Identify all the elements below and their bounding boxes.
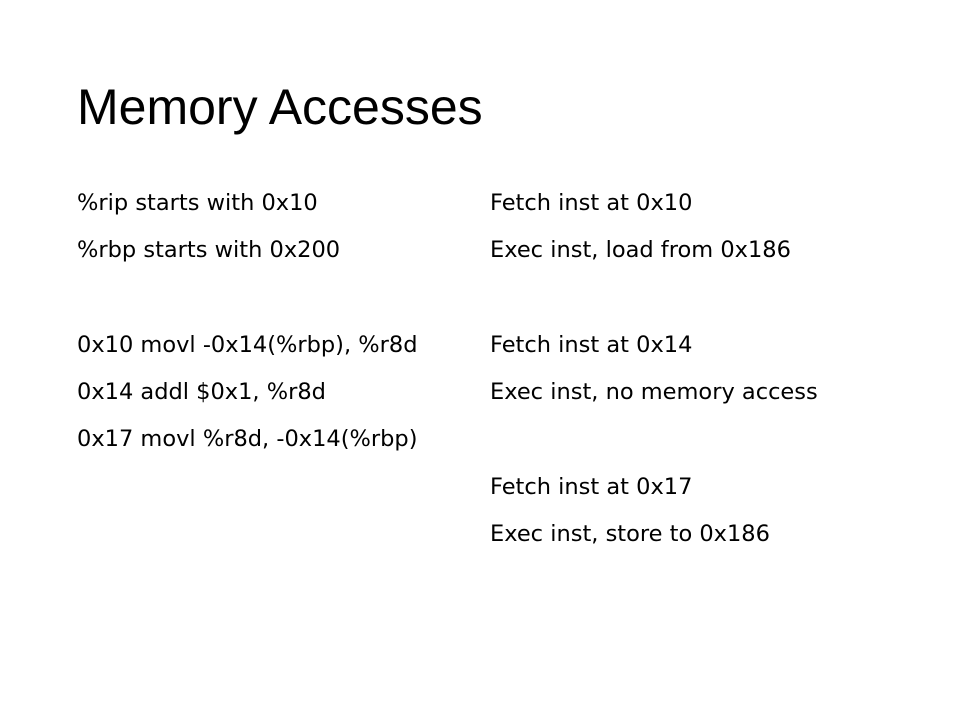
slide-title: Memory Accesses bbox=[77, 79, 483, 135]
left-column: %rip starts with 0x10 %rbp starts with 0… bbox=[77, 180, 417, 558]
left-line-5: 0x14 addl $0x1, %r8d bbox=[77, 379, 326, 406]
right-line-2: Exec inst, load from 0x186 bbox=[490, 237, 791, 264]
left-line-7 bbox=[77, 464, 417, 511]
right-column: Fetch inst at 0x10 Exec inst, load from … bbox=[490, 180, 818, 558]
right-line-1: Fetch inst at 0x10 bbox=[490, 190, 693, 216]
left-line-8 bbox=[77, 511, 417, 558]
right-line-7: Fetch inst at 0x17 bbox=[490, 473, 693, 500]
right-line-5: Exec inst, no memory access bbox=[490, 379, 818, 406]
left-line-1: %rip starts with 0x10 bbox=[77, 190, 318, 216]
left-line-3 bbox=[77, 275, 417, 322]
left-line-4: 0x10 movl -0x14(%rbp), %r8d bbox=[77, 331, 418, 358]
right-line-8: Exec inst, store to 0x186 bbox=[490, 521, 770, 548]
right-line-6 bbox=[490, 416, 818, 463]
right-line-3 bbox=[490, 275, 818, 322]
left-line-2: %rbp starts with 0x200 bbox=[77, 237, 341, 264]
right-line-4: Fetch inst at 0x14 bbox=[490, 331, 693, 358]
left-line-6: 0x17 movl %r8d, -0x14(%rbp) bbox=[77, 426, 418, 453]
